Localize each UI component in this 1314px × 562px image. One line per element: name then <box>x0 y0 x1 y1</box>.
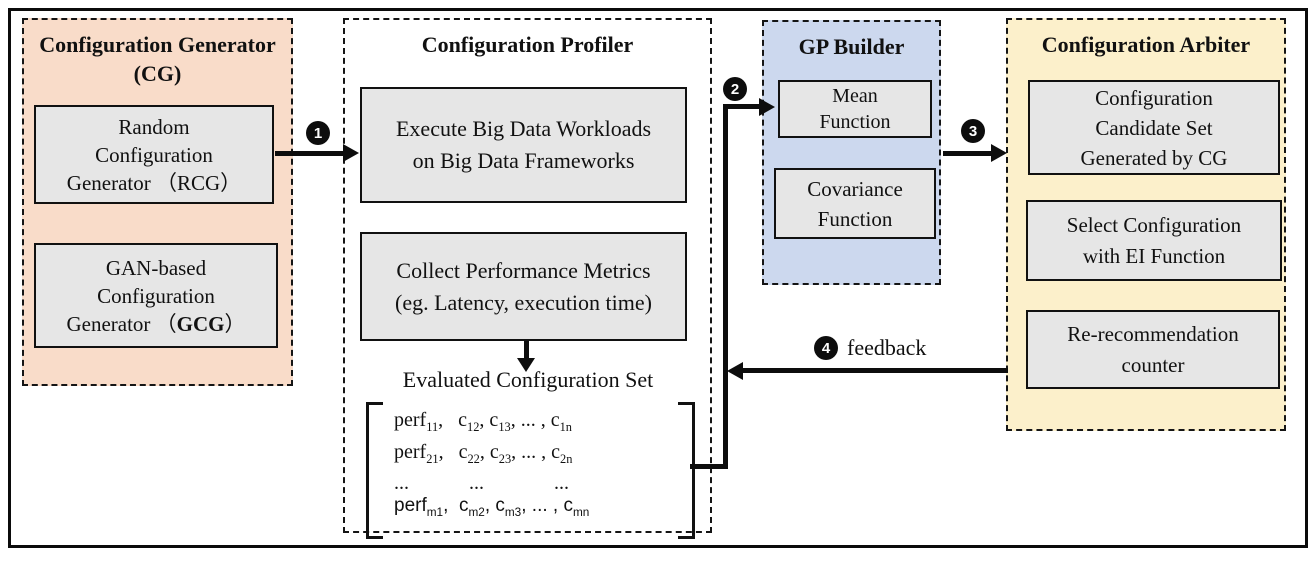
figure-border <box>8 8 1308 548</box>
panel-configuration-profiler: Configuration Profiler Execute Big Data … <box>343 18 712 533</box>
panel-configuration-arbiter: Configuration Arbiter Configuration Cand… <box>1006 18 1286 431</box>
arrow-2-head-icon <box>759 97 775 116</box>
gcg-line3-bold: GCG <box>176 311 225 336</box>
arrow-3-line <box>943 151 993 156</box>
box-execute-workloads: Execute Big Data Workloads on Big Data F… <box>360 87 687 203</box>
matrix-left-bracket <box>366 402 383 539</box>
gcg-line3: Generator （GCG） <box>66 310 245 338</box>
feedback-label: feedback <box>847 335 927 360</box>
panel-configuration-generator: Configuration Generator (CG) Random Conf… <box>22 18 293 386</box>
step-4-badge: 4 <box>814 336 838 360</box>
panel-title-configuration-profiler: Configuration Profiler <box>421 32 634 57</box>
box-candidate-set: Configuration Candidate Set Generated by… <box>1028 80 1280 175</box>
gcg-lines: GAN-based Configuration <box>97 255 215 308</box>
matrix-right-bracket <box>678 402 695 539</box>
step-1-badge: 1 <box>306 121 330 145</box>
panel-gp-builder: GP Builder Mean Function Covariance Func… <box>762 20 941 285</box>
panel-title-gp-builder: GP Builder <box>798 34 905 59</box>
panel-title-configuration-arbiter: Configuration Arbiter <box>1041 32 1251 57</box>
matrix-row-m: perfm1, cm2, cm3, ... , cmn <box>394 495 590 519</box>
matrix-row-2: perf21, c22, c23, ... , c2n <box>394 441 573 466</box>
arrow-2-top-segment <box>723 104 761 109</box>
box-re-recommendation-counter: Re-recommendation counter <box>1026 310 1280 389</box>
matrix-row-ellipsis: ... ... ... <box>394 472 569 494</box>
arrow-4-head-icon <box>727 361 743 380</box>
gcg-line3-suffix: ） <box>224 311 246 336</box>
collect-down-arrow-head-icon <box>517 358 535 372</box>
panel-title-configuration-generator: Configuration Generator (CG) <box>39 32 276 86</box>
arrow-2-bottom-segment <box>690 464 728 469</box>
collect-down-arrow-line <box>524 341 529 361</box>
step-2-badge: 2 <box>723 77 747 101</box>
box-select-configuration: Select Configuration with EI Function <box>1026 200 1282 281</box>
box-covariance-function: Covariance Function <box>774 168 936 239</box>
gcg-line3-prefix: Generator （ <box>66 311 177 336</box>
step-3-badge: 3 <box>961 119 985 143</box>
matrix-row-1: perf11, c12, c13, ... , c1n <box>394 409 572 434</box>
arrow-1-line <box>275 151 345 156</box>
box-mean-function: Mean Function <box>778 80 932 138</box>
arrow-3-head-icon <box>991 144 1007 162</box>
arrow-1-head-icon <box>343 144 359 162</box>
box-collect-metrics: Collect Performance Metrics (eg. Latency… <box>360 232 687 341</box>
box-random-configuration-generator: Random Configuration Generator （RCG） <box>34 105 274 204</box>
arrow-2-vertical-segment <box>723 104 728 469</box>
box-gan-based-configuration-generator: GAN-based Configuration Generator （GCG） <box>34 243 278 348</box>
arrow-4-line <box>741 368 1008 373</box>
